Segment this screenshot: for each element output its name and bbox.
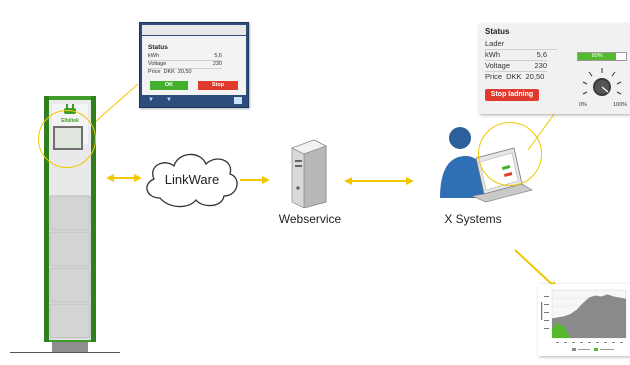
status-voltage-value: 230	[534, 61, 547, 70]
kiosk-back-icon[interactable]: ▼	[148, 97, 154, 103]
kiosk-row-price: Price DKK 20,50	[148, 69, 222, 76]
status-price-label: Price	[485, 72, 503, 81]
status-kwh-label: kWh	[485, 50, 500, 59]
kiosk-price-label: Price	[148, 69, 161, 75]
kiosk-ok-button[interactable]: OK	[150, 81, 188, 90]
chart-area-green	[552, 322, 626, 338]
kiosk-voltage-value: 230	[212, 61, 222, 67]
energy-chart	[538, 284, 630, 356]
laptop-highlight-circle	[478, 122, 542, 186]
arrow-xsystems-chart	[514, 249, 558, 290]
chart-x-ticks	[556, 342, 623, 343]
status-row-voltage: Voltage 230	[485, 60, 547, 72]
kiosk-price-value: 20,50	[177, 69, 192, 75]
kiosk-status-title: Status	[148, 44, 168, 51]
status-panel: Status Lader kWh 5,6 Voltage 230 Price D…	[479, 24, 630, 114]
kiosk-nav-icon[interactable]: ▼	[166, 97, 172, 103]
status-row-lader: Lader	[485, 38, 557, 50]
charge-progress-fill	[578, 53, 617, 60]
kiosk-kwh-value: 5,6	[214, 53, 222, 59]
kiosk-info-icon[interactable]	[234, 97, 242, 104]
kiosk-body: Status kWh 5,6 Voltage 230 Price DKK 20,…	[142, 36, 246, 95]
chart-area-total	[552, 294, 626, 338]
knob-max-label: 100%	[613, 102, 628, 108]
status-price-value: 20,50	[525, 72, 545, 81]
charge-level-knob[interactable]	[579, 62, 625, 104]
charge-progress-label: 80%	[591, 53, 603, 59]
knob-min-label: 0%	[579, 102, 587, 108]
kiosk-stop-button[interactable]: Stop	[198, 81, 238, 90]
energy-chart-svg	[541, 289, 627, 351]
station-highlight-circle	[38, 110, 96, 168]
kiosk-row-kwh: kWh 5,6	[148, 53, 222, 61]
charge-progress-bar: 80%	[577, 52, 627, 61]
kiosk-voltage-label: Voltage	[148, 61, 167, 67]
kiosk-header	[142, 25, 246, 35]
status-kwh-value: 5,6	[536, 50, 547, 59]
status-voltage-label: Voltage	[485, 61, 511, 70]
cloud-icon	[146, 153, 238, 208]
ground-line	[10, 352, 120, 353]
kiosk-kwh-label: kWh	[148, 53, 159, 59]
kiosk-price-currency: DKK	[163, 69, 175, 75]
linkware-label: LinkWare	[164, 172, 220, 187]
kiosk-screen: Status kWh 5,6 Voltage 230 Price DKK 20,…	[139, 22, 249, 108]
stop-ladning-button[interactable]: Stop ladning	[485, 89, 539, 101]
status-row-kwh: kWh 5,6	[485, 49, 547, 61]
status-panel-title: Status	[485, 27, 510, 36]
status-row-price: Price DKK 20,50	[485, 71, 557, 82]
charging-station: Elbiltek	[38, 96, 100, 352]
kiosk-row-voltage: Voltage 230	[148, 61, 222, 69]
webservice-label: Webservice	[278, 212, 342, 226]
server-icon	[291, 139, 327, 208]
chart-axis-ticks	[541, 296, 549, 329]
chart-legend	[572, 348, 614, 351]
status-lader-label: Lader	[485, 39, 505, 48]
status-price-currency: DKK	[506, 72, 522, 81]
x-systems-label: X Systems	[444, 212, 502, 226]
